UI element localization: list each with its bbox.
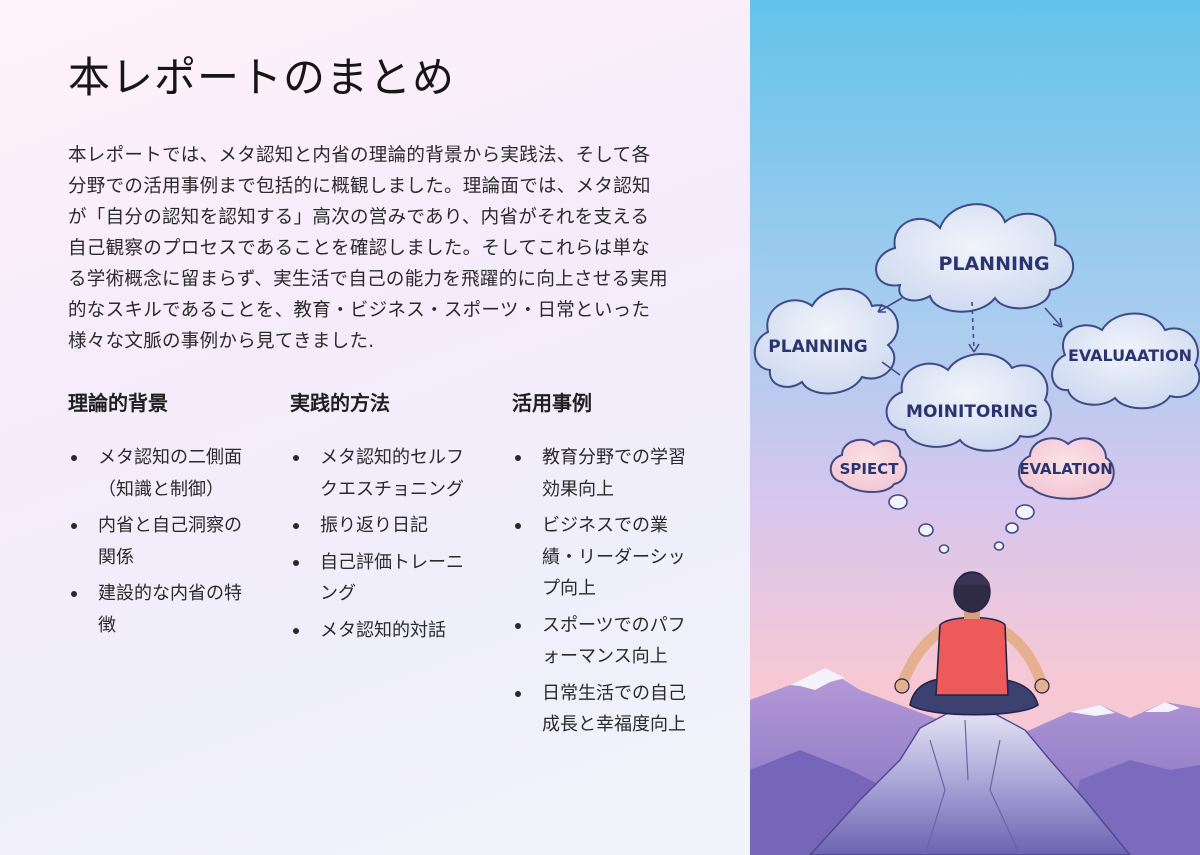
list-item: 日常生活での自己成長と幸福度向上 [512, 678, 702, 741]
cloud-monitoring: MOINITORING [885, 353, 1052, 452]
list-item: 自己評価トレーニング [290, 547, 480, 610]
red-shirt [935, 616, 1009, 696]
cloud-evaluation-right: EVALUAATION [1051, 312, 1200, 410]
list-item: 内省と自己洞察の関係 [68, 510, 258, 573]
summary-paragraph: 本レポートでは、メタ認知と内省の理論的背景から実践法、そして各分野での活用事例ま… [68, 145, 668, 352]
meditation-illustration: PLANNING PLANNING EVALUAATION MOINITORIN… [750, 0, 1200, 855]
list-item: 教育分野での学習効果向上 [512, 442, 702, 505]
left-hand [894, 678, 910, 694]
snow-cap [1145, 702, 1180, 712]
cloud-label: MOINITORING [906, 402, 1038, 422]
column-theory: 理論的背景 メタ認知の二側面（知識と制御） 内省と自己洞察の関係 建設的な内省の… [68, 388, 290, 746]
summary-columns: 理論的背景 メタ認知の二側面（知識と制御） 内省と自己洞察の関係 建設的な内省の… [68, 388, 734, 746]
list-item: メタ認知的セルフクエスチョニング [290, 442, 480, 505]
rock-lines [924, 719, 1021, 855]
cloud-planning-left: PLANNING [753, 287, 899, 395]
list-item: 建設的な内省の特徴 [68, 578, 258, 641]
cloud-evalation: EVALATION [1018, 437, 1115, 500]
cloud-label: PLANNING [938, 253, 1049, 275]
arrows [877, 297, 1063, 376]
snow-cap [1070, 705, 1115, 716]
left-arm [896, 624, 948, 690]
column-title: 理論的背景 [68, 391, 168, 415]
arrow [881, 361, 901, 376]
hair [956, 573, 990, 585]
arrow [877, 297, 903, 313]
list-item: 振り返り日記 [290, 510, 480, 542]
column-practice: 実践的方法 メタ認知的セルフクエスチョニング 振り返り日記 自己評価トレーニング… [290, 388, 512, 746]
arrow [1044, 307, 1061, 326]
cloud-planning-top: PLANNING [875, 203, 1075, 313]
list-item: メタ認知的対話 [290, 615, 480, 647]
cloud-spiect: SPIECT [829, 438, 908, 493]
column-cases: 活用事例 教育分野での学習効果向上 ビジネスでの業績・リーダーシップ向上 スポー… [512, 388, 734, 746]
cloud-label: SPIECT [840, 460, 900, 478]
bullet-list: メタ認知的セルフクエスチョニング 振り返り日記 自己評価トレーニング メタ認知的… [290, 442, 512, 646]
cloud-label: EVALUAATION [1068, 346, 1192, 365]
cloud-label: EVALATION [1019, 460, 1113, 478]
page-title: 本レポートのまとめ [68, 53, 456, 102]
column-title: 活用事例 [512, 391, 592, 415]
thought-bubbles [888, 494, 1035, 554]
arrow-head [968, 343, 980, 353]
illustration-panel: PLANNING PLANNING EVALUAATION MOINITORIN… [750, 0, 1200, 855]
right-hand [1034, 678, 1050, 694]
column-title: 実践的方法 [290, 391, 390, 415]
text-panel: 本レポートのまとめ 本レポートでは、メタ認知と内省の理論的背景から実践法、そして… [0, 0, 750, 855]
list-item: スポーツでのパフォーマンス向上 [512, 610, 702, 673]
bullet-list: 教育分野での学習効果向上 ビジネスでの業績・リーダーシップ向上 スポーツでのパフ… [512, 442, 734, 741]
arrow-head [1052, 317, 1063, 328]
snow-cap [790, 668, 845, 690]
cloud-label: PLANNING [768, 337, 867, 357]
list-item: ビジネスでの業績・リーダーシップ向上 [512, 510, 702, 605]
meditating-person [894, 571, 1050, 716]
list-item: メタ認知の二側面（知識と制御） [68, 442, 258, 505]
arrow-head [877, 303, 886, 313]
bullet-list: メタ認知の二側面（知識と制御） 内省と自己洞察の関係 建設的な内省の特徴 [68, 442, 290, 641]
arrow [971, 301, 975, 351]
